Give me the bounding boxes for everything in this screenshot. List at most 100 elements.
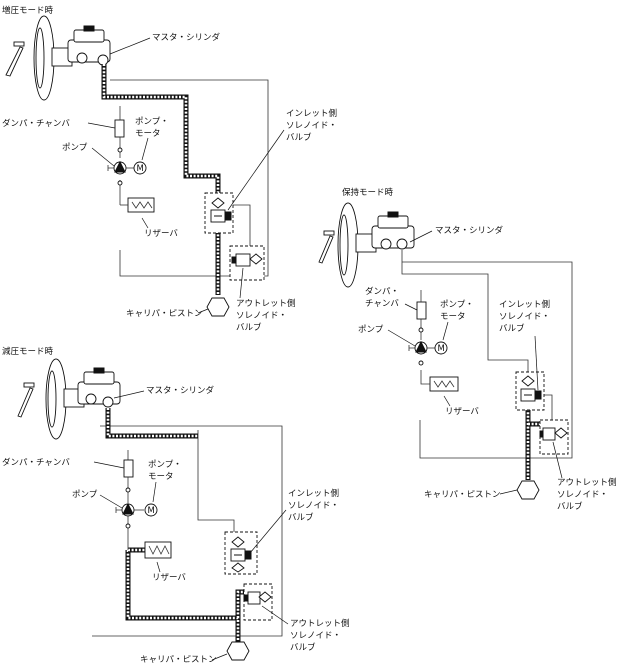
mode-title-decrease: 減圧モード時 [2,346,54,357]
pressurized-pipe [101,64,221,295]
leader-line [227,129,285,211]
leader-line [197,308,209,314]
reservoir-spring-icon [131,201,153,209]
outlet-valve-spool-icon [542,427,556,441]
mode-title-hold: 保持モード時 [342,187,394,198]
pump-inlet-icon [115,507,122,513]
label-inlet-valve-line3: バルブ [286,132,312,143]
label-caliper-piston: キャリパ・ピストン [424,490,501,500]
pedal-pad-icon [13,41,25,47]
leader-line [387,329,416,347]
label-reservoir: リザーバ [144,229,178,239]
motor-icon [144,503,158,517]
leader-line [409,230,433,243]
port-icon [102,396,114,408]
label-outlet-valve-line2: ソレノイド・ [236,311,287,321]
master-cylinder-reservoir-icon [73,29,105,43]
label-damper-chamber-line2: チャンバ [365,299,399,309]
inlet-coil-icon [534,390,542,400]
master-cylinder-body-icon [371,225,415,249]
label-outlet-valve-line1: アウトレット側 [557,477,617,488]
outlet-filter-icon [249,253,263,265]
reservoir-spring-icon [148,545,170,555]
inlet-coil-icon [244,550,252,560]
leader-line [404,303,418,311]
outlet-valve-spool-icon [235,253,251,267]
label-pump-motor-line2: モータ [440,312,466,322]
label-master-cylinder: マスタ・シリンダ [146,385,215,396]
leader-line [442,321,449,341]
diagram-hold-mode: 保持モード時 マスタ・シリンダ ダンパ・ チャンバ [318,187,617,512]
label-outlet-valve-line3: バルブ [236,322,262,333]
damper-chamber-icon [114,119,125,138]
label-inlet-valve-line1: インレット側 [499,299,550,310]
label-reservoir: リザーバ [445,407,479,417]
motor-symbol: M [148,506,155,516]
mode-title-increase: 増圧モード時 [2,5,54,16]
leader-line [249,509,287,554]
label-caliper-piston: キャリパ・ピストン [126,309,203,319]
label-inlet-valve-line3: バルブ [288,512,314,523]
return-line [110,79,269,277]
label-inlet-valve-line1: インレット側 [288,488,339,499]
label-inlet-valve-line3: バルブ [499,323,525,334]
reservoir-cap-icon [83,25,95,32]
leader-line [211,653,228,661]
leader-line [552,441,563,479]
outlet-valve-spool-icon [247,591,261,605]
leader-line [109,37,151,55]
motor-icon [133,161,147,175]
reservoir-inlet-line [420,370,430,385]
damper-chamber-icon [123,459,134,478]
caliper-piston-icon [516,480,540,500]
label-outlet-valve-line2: ソレノイド・ [557,490,608,500]
label-pump-motor-line1: ポンプ・ [440,300,474,310]
outlet-filter-icon [258,591,272,603]
inlet-filter-icon [231,562,245,573]
check-valve-icon [418,360,424,366]
brake-pedal-icon [5,46,24,77]
booster-inner-icon [35,27,45,89]
label-pump: ポンプ [72,490,98,500]
booster-inner-icon [339,214,349,276]
return-line [402,261,573,459]
return-line [92,425,283,637]
check-valve-icon [125,523,131,529]
pump-arrow-icon [114,160,126,173]
port-icon [76,52,88,64]
leader-line [113,390,145,399]
leader-line [91,147,115,167]
leader-line [499,489,518,495]
leader-line [443,395,451,407]
outlet-coil-icon [243,594,249,602]
label-master-cylinder: マスタ・シリンダ [435,225,504,236]
valve-link-line [232,204,251,258]
leader-line [93,461,125,469]
label-pump-motor-line2: モータ [148,472,174,482]
leader-line [239,267,244,299]
pedal-pad-icon [323,230,335,236]
booster-inner-icon [47,370,57,428]
motor-symbol: M [137,164,144,174]
leader-line [87,122,116,129]
port-icon [97,54,109,66]
master-cylinder-reservoir-icon [83,371,115,385]
brake-pedal-icon [17,387,34,418]
master-cylinder-reservoir-icon [377,215,409,229]
inlet-coil-icon [224,211,232,221]
label-outlet-valve-line3: バルブ [557,501,583,512]
leader-line [152,481,157,503]
check-valve-icon [418,327,424,333]
label-outlet-valve-line1: アウトレット側 [236,298,296,309]
label-pump: ポンプ [62,143,88,153]
label-caliper-piston: キャリパ・ピストン [140,655,217,665]
label-pump-motor-line1: ポンプ・ [148,460,182,470]
pump-inlet-icon [408,345,415,351]
caliper-piston-icon [226,641,250,661]
label-outlet-valve-line1: アウトレット側 [290,618,350,629]
pressurized-pipe [525,405,540,480]
outlet-filter-icon [554,427,568,439]
pump-inlet-icon [107,165,114,171]
label-inlet-valve-line2: ソレノイド・ [286,121,337,131]
